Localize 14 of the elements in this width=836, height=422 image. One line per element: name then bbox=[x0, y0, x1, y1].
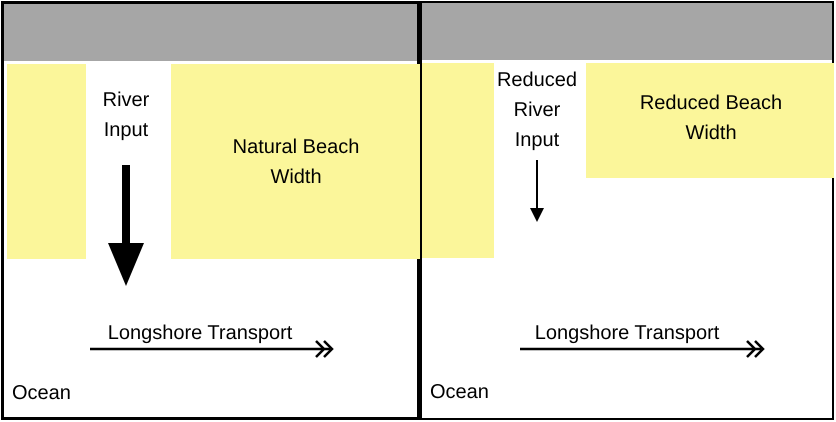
beach-area bbox=[171, 64, 421, 259]
beach-label: Reduced Beach Width bbox=[638, 91, 784, 146]
transport-label: Longshore Transport bbox=[106, 321, 294, 346]
beach-area bbox=[422, 63, 494, 258]
area-label: Ocean bbox=[430, 380, 490, 405]
beach-area bbox=[7, 64, 86, 259]
beach-area bbox=[586, 63, 834, 178]
beach-label: Natural Beach Width bbox=[232, 135, 360, 190]
panel bbox=[1, 1, 420, 420]
river-label: Reduced River Input bbox=[496, 68, 578, 153]
transport-label: Longshore Transport bbox=[534, 321, 720, 346]
river-label: River Input bbox=[102, 88, 150, 143]
panel bbox=[420, 1, 834, 420]
area-label: Ocean bbox=[12, 381, 72, 406]
